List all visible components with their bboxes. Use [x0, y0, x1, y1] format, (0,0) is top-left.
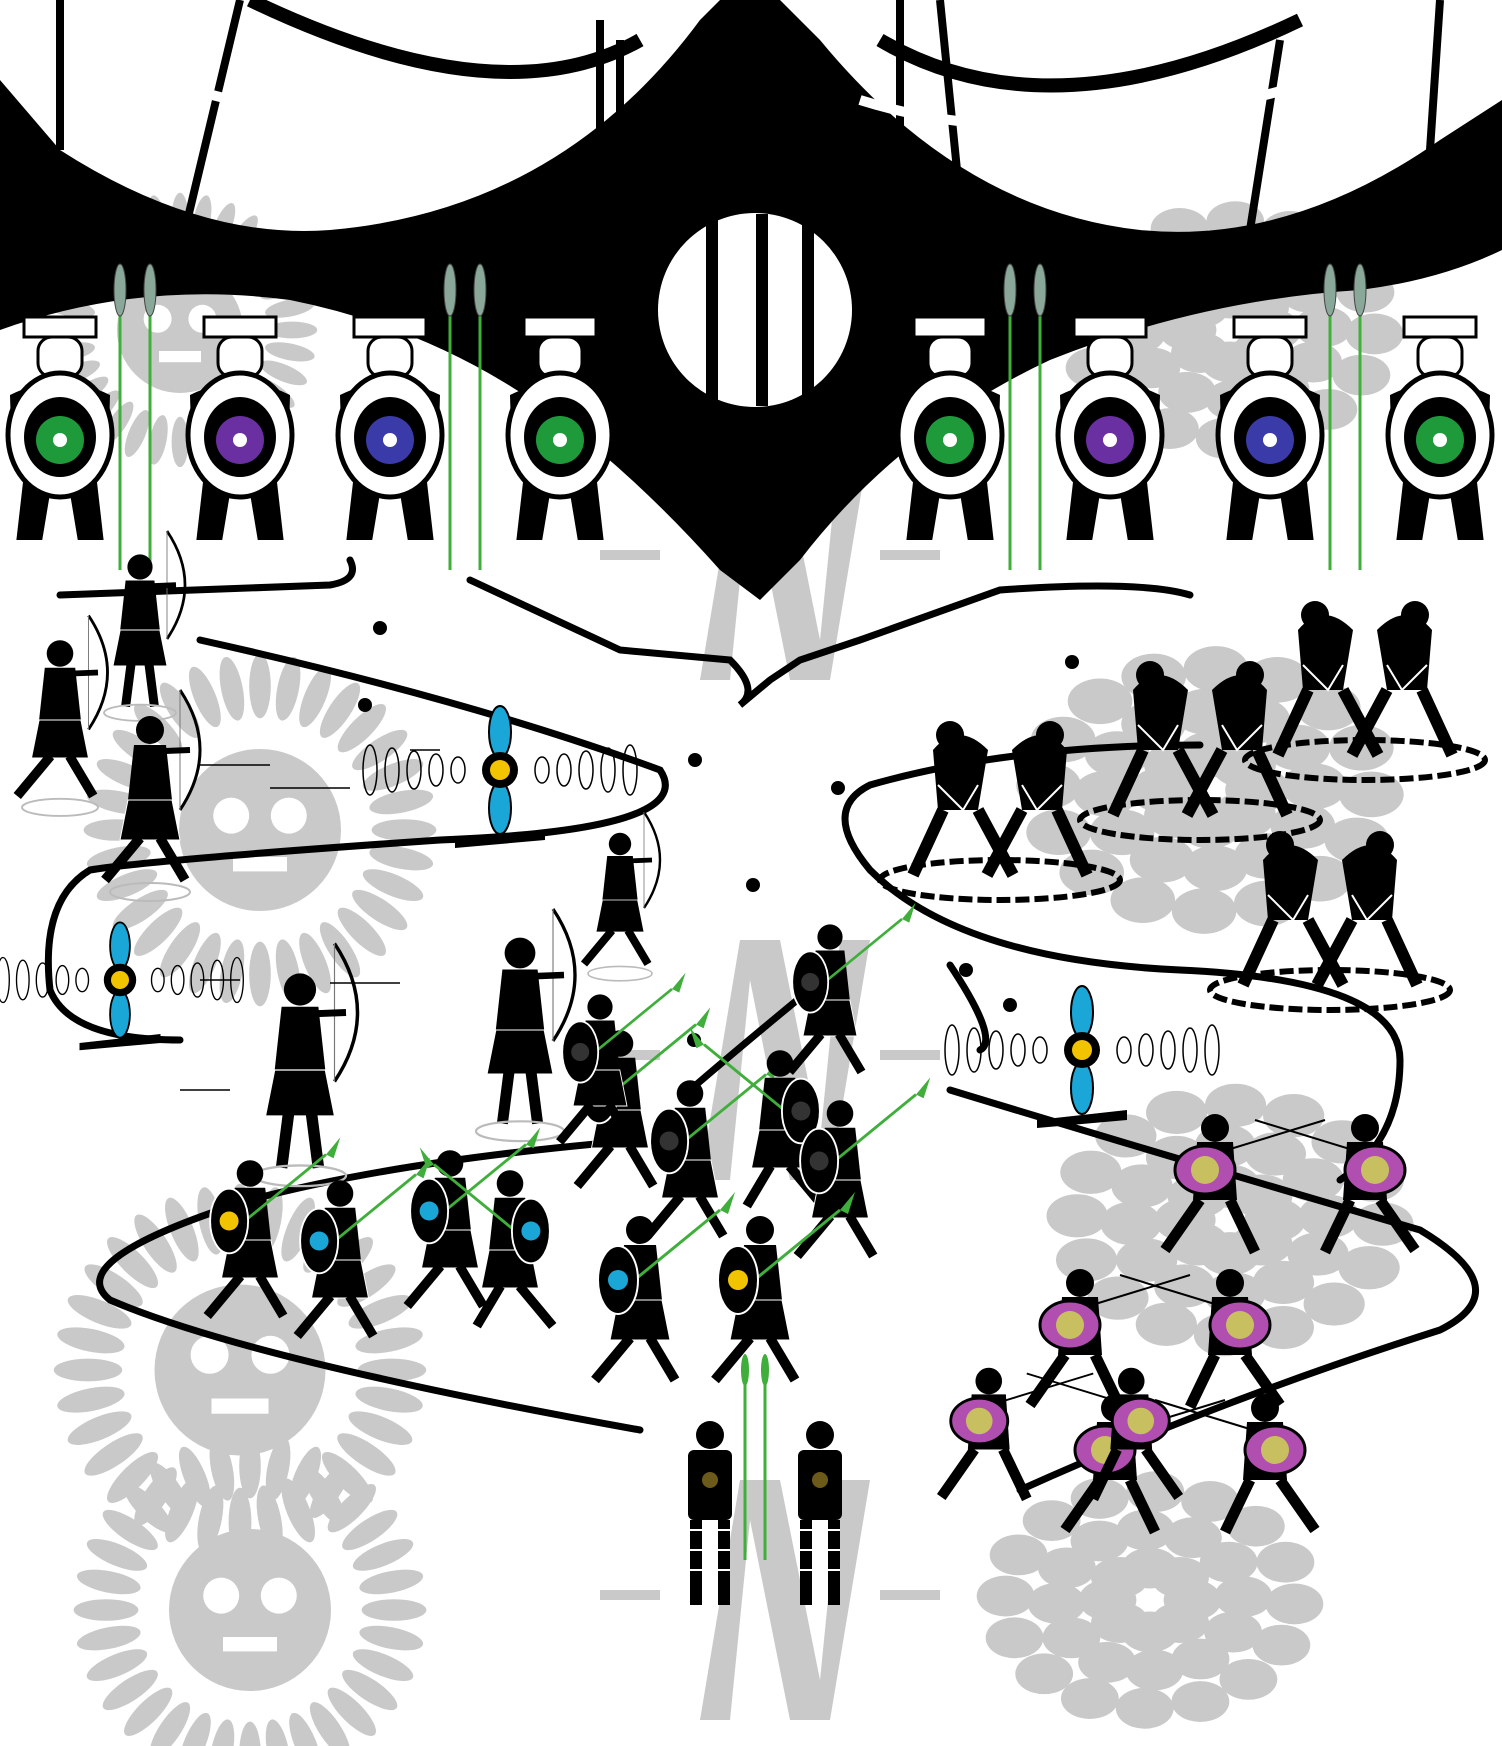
spear-fighter-icon — [403, 1127, 541, 1310]
guard-row — [5, 263, 1495, 570]
wrestler-figure — [1346, 601, 1458, 758]
wrestler-figure — [1181, 661, 1293, 818]
spear-tip-icon — [761, 1354, 769, 1386]
spear-icon — [1323, 263, 1367, 570]
wrestler-figure — [1311, 831, 1423, 988]
spear-icon — [113, 263, 157, 570]
fencer-figure — [1119, 1269, 1285, 1410]
fencing-pair-icon — [1060, 1394, 1320, 1535]
archery-target-icon — [944, 985, 1220, 1128]
spear-fighter-icon — [419, 1147, 557, 1330]
sun-skull-watermark-icon — [73, 1433, 427, 1746]
dot-marker-icon — [831, 781, 845, 795]
gate-sentry-icon — [798, 1421, 842, 1605]
archer-icon — [101, 689, 202, 902]
wrestling-pair-icon — [877, 721, 1123, 903]
wrestler-figure — [907, 721, 1019, 878]
wrestling-pair-icon — [1077, 661, 1323, 843]
fencing-pair-icon — [1160, 1114, 1420, 1255]
wrestling-pair-icon — [1207, 831, 1453, 1013]
archery-target-icon — [362, 705, 638, 848]
fencer-figure — [1254, 1114, 1420, 1255]
figure-layer — [0, 530, 1488, 1605]
spear-fighter-icon — [591, 1192, 735, 1384]
guard-figure-icon — [185, 315, 295, 540]
dot-marker-icon — [746, 878, 760, 892]
spear-tip-icon — [741, 1354, 749, 1386]
dot-markers — [358, 621, 1079, 1047]
spear-fighter-icon — [711, 1192, 855, 1384]
wrestler-figure — [1272, 601, 1384, 758]
barred-window-icon — [658, 213, 852, 407]
gate-sentry-icon — [688, 1421, 732, 1605]
dot-marker-icon — [688, 753, 702, 767]
spear-fighter-icon — [793, 1077, 931, 1260]
archer-icon — [13, 614, 109, 817]
dot-marker-icon — [373, 621, 387, 635]
archer-icon — [474, 908, 577, 1143]
wrestler-figure — [1107, 661, 1219, 818]
flower-watermark-icon — [976, 1471, 1324, 1729]
fencer-figure — [1160, 1114, 1326, 1255]
wrestler-figure — [1237, 831, 1349, 988]
spear-fighter-icon — [689, 1027, 827, 1210]
wrestler-figure — [981, 721, 1093, 878]
dot-marker-icon — [358, 698, 372, 712]
wrestling-pair-icon — [1242, 601, 1488, 783]
archer-icon — [103, 530, 187, 722]
spear-fighter-icon — [556, 972, 686, 1145]
guard-figure-icon — [895, 315, 1005, 540]
spear-icon — [1003, 263, 1047, 570]
fencer-figure — [936, 1367, 1094, 1502]
spear-fighter-icon — [643, 1057, 781, 1240]
archer-icon — [580, 811, 662, 982]
guard-figure-icon — [1385, 315, 1495, 540]
fencing-pair-icon — [936, 1367, 1184, 1502]
dot-marker-icon — [1003, 998, 1017, 1012]
sun-skull-watermark-icon — [83, 653, 437, 1007]
guard-figure-icon — [1055, 315, 1165, 540]
dot-marker-icon — [1065, 655, 1079, 669]
spear-fighter-icon — [203, 1137, 341, 1320]
dot-marker-icon — [959, 963, 973, 977]
guard-figure-icon — [1215, 315, 1325, 540]
spear-fighter-icon — [786, 902, 916, 1075]
fencer-figure — [1026, 1367, 1184, 1502]
guard-figure-icon — [5, 315, 115, 540]
guard-figure-icon — [505, 315, 615, 540]
spear-fighter-icon — [293, 1157, 431, 1340]
spear-icon — [443, 263, 487, 570]
fencer-figure — [1154, 1394, 1320, 1535]
guard-figure-icon — [335, 315, 445, 540]
letter-n-watermark-icon — [600, 1480, 940, 1720]
archer-icon — [252, 942, 360, 1188]
